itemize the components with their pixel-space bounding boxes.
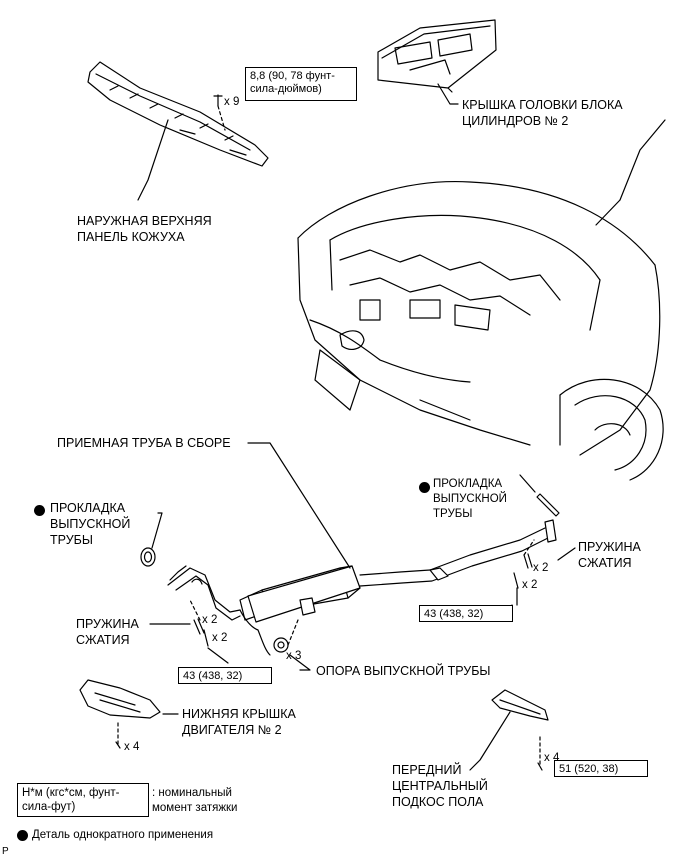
head-cover-drawing bbox=[377, 19, 497, 93]
spring-left-label-line1: ПРУЖИНА bbox=[76, 617, 139, 631]
spring-left-drawing bbox=[193, 618, 205, 635]
right-flange-torque-box: 43 (438, 32) bbox=[419, 605, 513, 622]
legend-nonreusable-dot bbox=[17, 830, 28, 841]
cowl-bolt bbox=[213, 94, 223, 107]
head-cover-label-line2: ЦИЛИНДРОВ № 2 bbox=[462, 114, 569, 128]
legend-unit-box: Н*м (кгс*см, фунт- сила-фут) bbox=[17, 783, 149, 817]
car-front-drawing bbox=[297, 119, 666, 481]
right-bolt-count: x 2 bbox=[522, 579, 538, 591]
legend-unit-desc-line1: : номинальный bbox=[152, 787, 232, 799]
floor-brace-label-line1: ПЕРЕДНИЙ bbox=[392, 763, 462, 777]
floor-brace-label-line3: ПОДКОС ПОЛА bbox=[392, 795, 484, 809]
under-cover-label-line1: НИЖНЯЯ КРЫШКА bbox=[182, 707, 296, 721]
floor-brace-drawing bbox=[491, 689, 549, 721]
nonreusable-mark-left-gasket bbox=[34, 505, 45, 516]
cowl-panel-label-line1: НАРУЖНАЯ ВЕРХНЯЯ bbox=[77, 214, 212, 228]
spring-right-label-line2: СЖАТИЯ bbox=[578, 556, 632, 570]
front-pipe-label: ПРИЕМНАЯ ТРУБА В СБОРЕ bbox=[57, 436, 231, 450]
under-bolt-count: x 4 bbox=[124, 741, 140, 753]
corner-mark: P bbox=[2, 846, 9, 857]
left-flange-torque-box: 43 (438, 32) bbox=[178, 667, 272, 684]
gasket-right-label-line2: ВЫПУСКНОЙ bbox=[433, 493, 507, 505]
right-bolt bbox=[513, 572, 519, 589]
gasket-right-drawing bbox=[536, 493, 560, 517]
cowl-panel-drawing bbox=[87, 61, 269, 167]
left-bolt bbox=[203, 629, 209, 647]
gasket-left-label-line3: ТРУБЫ bbox=[50, 533, 93, 547]
spring-right-label-line1: ПРУЖИНА bbox=[578, 540, 641, 554]
legend-unit-line1: Н*м (кгс*см, фунт- bbox=[22, 787, 120, 799]
floor-brace-label-line2: ЦЕНТРАЛЬНЫЙ bbox=[392, 779, 488, 793]
gasket-left-label-line1: ПРОКЛАДКА bbox=[50, 501, 126, 515]
legend-nonreusable-text: Деталь однократного применения bbox=[32, 829, 214, 841]
cowl-torque-line2: сила-дюймов) bbox=[250, 83, 322, 95]
head-cover-label-line1: КРЫШКА ГОЛОВКИ БЛОКА bbox=[462, 98, 623, 112]
gasket-right-label-line3: ТРУБЫ bbox=[433, 508, 473, 520]
cowl-bolt-count: x 9 bbox=[224, 96, 240, 108]
left-spring-count: x 2 bbox=[202, 614, 218, 626]
gasket-left-drawing bbox=[140, 547, 156, 567]
nonreusable-mark-right-gasket bbox=[419, 482, 430, 493]
legend-unit-line2: сила-фут) bbox=[22, 801, 76, 813]
support-label: ОПОРА ВЫПУСКНОЙ ТРУБЫ bbox=[316, 664, 491, 678]
right-spring-count: x 2 bbox=[533, 562, 549, 574]
exhaust-pipe-drawing bbox=[167, 519, 557, 656]
support-count: x 3 bbox=[286, 650, 302, 662]
under-cover-label-line2: ДВИГАТЕЛЯ № 2 bbox=[182, 723, 282, 737]
legend-unit-desc-line2: момент затяжки bbox=[152, 802, 238, 814]
left-bolt-count: x 2 bbox=[212, 632, 228, 644]
cowl-torque-line1: 8,8 (90, 78 фунт- bbox=[250, 70, 335, 82]
gasket-right-label-line1: ПРОКЛАДКА bbox=[433, 478, 503, 490]
spring-left-label-line2: СЖАТИЯ bbox=[76, 633, 130, 647]
gasket-left-label-line2: ВЫПУСКНОЙ bbox=[50, 517, 131, 531]
cowl-torque-box: 8,8 (90, 78 фунт- сила-дюймов) bbox=[245, 67, 357, 101]
under-cover-drawing bbox=[79, 679, 161, 719]
spring-right-drawing bbox=[523, 553, 533, 569]
brace-torque-box: 51 (520, 38) bbox=[554, 760, 648, 777]
cowl-panel-label-line2: ПАНЕЛЬ КОЖУХА bbox=[77, 230, 185, 244]
